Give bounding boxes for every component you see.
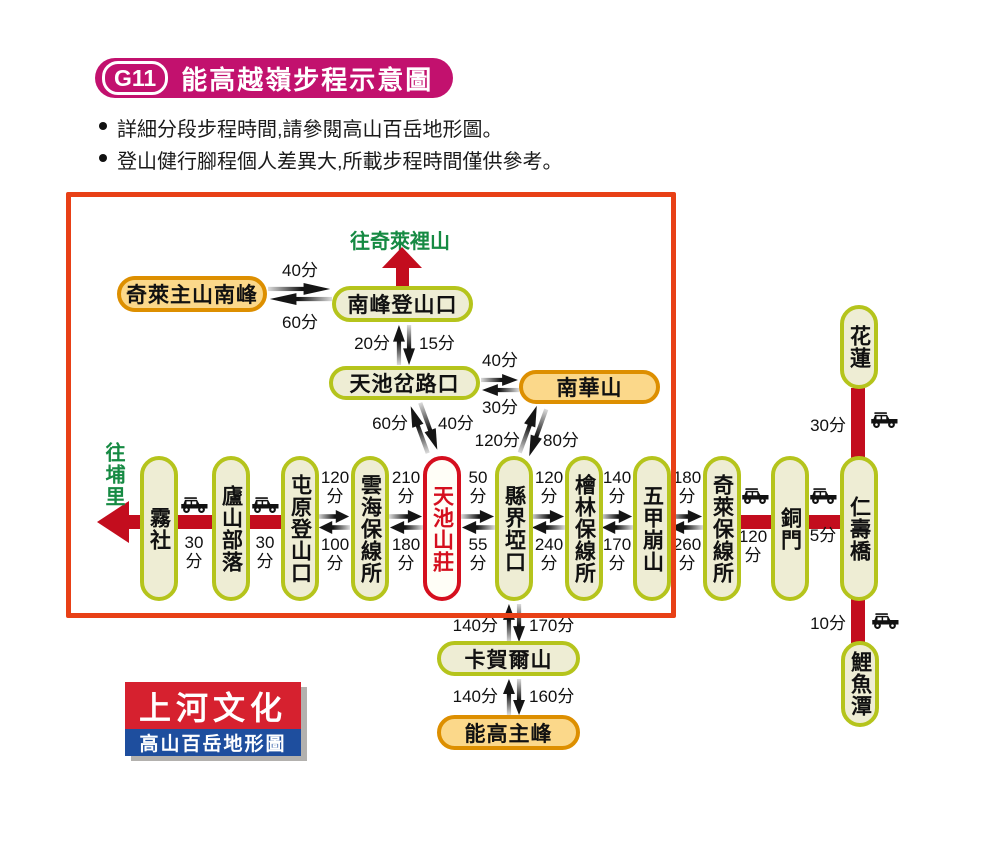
car-icon — [742, 488, 769, 504]
time-qilai-nanfeng-go: 40分 — [282, 261, 318, 280]
node-renshou-bridge: 仁壽橋 — [840, 456, 878, 601]
time-nanfeng-junction-up: 20分 — [354, 334, 390, 353]
north-direction-arrow-icon — [382, 247, 422, 288]
car-icon — [871, 412, 898, 428]
time-hualien-renshou: 30分 — [810, 416, 846, 435]
publisher-logo: 上河文化 高山百岳地形圖 — [125, 682, 301, 756]
road-hualien — [851, 388, 865, 462]
node-tongmen: 銅門 — [771, 456, 809, 601]
node-qilai-station: 奇萊保線所 — [703, 456, 741, 601]
bullet-icon — [99, 122, 107, 130]
trail-arrow — [481, 374, 519, 396]
time-junction-lodge-left: 60分 — [372, 414, 408, 433]
trail-arrow — [318, 510, 350, 534]
page-title: 能高越嶺步程示意圖 — [181, 64, 434, 95]
note-text: 登山健行腳程個人差異大,所載步程時間僅供參考。 — [117, 151, 563, 173]
direction-label-puli: 往埔里 — [102, 442, 124, 508]
trail-arrow — [669, 510, 703, 534]
time-nanhua-pass-left: 120分 — [474, 431, 520, 450]
node-tianchi-junction: 天池岔路口 — [329, 366, 480, 400]
time-tongmen-renshou: 5分 — [809, 526, 837, 545]
section-badge: G11 能高越嶺步程示意圖 — [95, 58, 454, 98]
trail-arrow — [268, 283, 332, 305]
publisher-series-name: 高山百岳地形圖 — [125, 729, 301, 756]
trail-arrow — [393, 325, 415, 365]
time-nanhua-pass-right: 80分 — [543, 431, 579, 450]
time-renshou-liyu: 10分 — [810, 614, 846, 633]
node-wushe: 霧社 — [140, 456, 178, 601]
node-nanhua-mountain: 南華山 — [519, 370, 660, 404]
car-icon — [252, 497, 279, 513]
node-kaheer-mountain: 卡賀爾山 — [437, 641, 580, 676]
time-junction-nanhua-go: 40分 — [482, 351, 518, 370]
time-kaheer-nenggao-right: 160分 — [529, 687, 575, 706]
time-junction-nanhua-back: 30分 — [482, 398, 518, 417]
time-pass-kaheer-left: 140分 — [452, 616, 498, 635]
trail-arrow — [503, 679, 525, 715]
node-nenggao-main-peak: 能高主峰 — [437, 715, 580, 750]
time-qilai-nanfeng-back: 60分 — [282, 313, 318, 332]
time-pass-kaheer-right: 170分 — [529, 616, 575, 635]
time-kaheer-nenggao-left: 140分 — [452, 687, 498, 706]
car-icon — [181, 497, 208, 513]
trail-arrow — [531, 510, 565, 534]
time-nanfeng-junction-down: 15分 — [419, 334, 455, 353]
node-lushan-village: 廬山部落 — [212, 456, 250, 601]
bullet-icon — [99, 154, 107, 162]
node-liyu-lake: 鯉魚潭 — [841, 641, 879, 727]
node-kuailin-station: 檜林保線所 — [565, 456, 603, 601]
time-junction-lodge-right: 40分 — [438, 414, 474, 433]
trail-arrow — [503, 604, 525, 642]
route-code: G11 — [102, 61, 169, 95]
car-icon — [810, 488, 837, 504]
node-tunyuan-trailhead: 屯原登山口 — [281, 456, 319, 601]
trail-arrow — [601, 510, 633, 534]
note-text: 詳細分段步程時間,請參閱高山百岳地形圖。 — [117, 119, 503, 141]
road-liyutan — [851, 599, 865, 643]
publisher-brand-name: 上河文化 — [125, 682, 301, 729]
node-hualien: 花蓮 — [840, 305, 878, 389]
node-qilai-main-south-peak: 奇萊主山南峰 — [117, 276, 267, 312]
car-icon — [872, 613, 899, 629]
node-county-pass: 縣界埡口 — [495, 456, 533, 601]
node-wujia-landslide: 五甲崩山 — [633, 456, 671, 601]
west-direction-arrow-icon — [97, 501, 129, 543]
node-tianchi-lodge: 天池山莊 — [423, 456, 461, 601]
trail-arrow — [389, 510, 423, 534]
note-item: 登山健行腳程個人差異大,所載步程時間僅供參考。 — [99, 145, 563, 174]
node-nanfeng-trailhead: 南峰登山口 — [332, 286, 473, 322]
trail-arrow — [461, 510, 495, 534]
node-yunhai-station: 雲海保線所 — [351, 456, 389, 601]
direction-label-qilailishan: 往奇萊裡山 — [350, 231, 450, 253]
note-item: 詳細分段步程時間,請參閱高山百岳地形圖。 — [99, 113, 503, 142]
